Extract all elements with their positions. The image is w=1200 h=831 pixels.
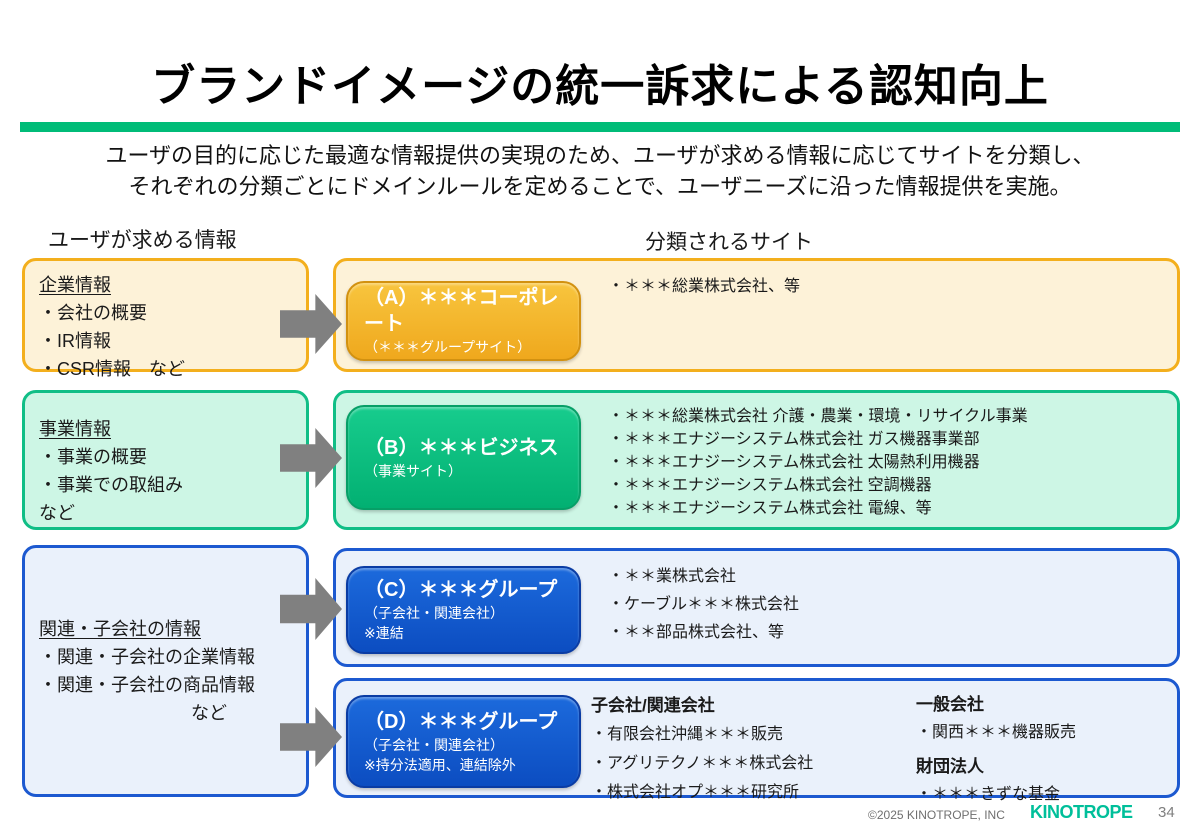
right-box-c-group: （C）＊＊＊グループ （子会社・関連会社） ※連結 ・＊＊業株式会社・ケーブル＊… bbox=[333, 548, 1180, 667]
right-box-d-group: （D）＊＊＊グループ （子会社・関連会社） ※持分法適用、連結除外 子会社/関連… bbox=[333, 678, 1180, 803]
site-list-c: ・＊＊業株式会社・ケーブル＊＊＊株式会社・＊＊部品株式会社、等 bbox=[608, 563, 799, 647]
d-col2-header-1: 一般会社 bbox=[916, 695, 984, 714]
left-box-corporate-info: 企業情報 ・会社の概要・IR情報・CSR情報 など bbox=[22, 258, 309, 379]
left-box-title: 事業情報 bbox=[39, 419, 111, 439]
subtitle-line-1: ユーザの目的に応じた最適な情報提供の実現のため、ユーザが求める情報に応じてサイト… bbox=[105, 143, 1095, 168]
list-item: ・＊＊業株式会社 bbox=[608, 568, 737, 585]
list-item: ・関西＊＊＊機器販売 bbox=[916, 724, 1077, 741]
list-item: ・ケーブル＊＊＊株式会社 bbox=[608, 596, 800, 613]
list-item: ・関連・子会社の企業情報 bbox=[39, 647, 255, 667]
site-button-label: （B）＊＊＊ビジネス bbox=[364, 436, 559, 459]
list-item: ・株式会社オプ＊＊＊研究所 bbox=[591, 784, 800, 801]
list-item: ・CSR情報 など bbox=[39, 359, 186, 379]
site-button-sublabel: （事業サイト） bbox=[364, 462, 462, 479]
left-box-items: ・関連・子会社の企業情報・関連・子会社の商品情報 bbox=[39, 643, 292, 699]
d-col1-header: 子会社/関連会社 bbox=[591, 696, 715, 715]
site-button-a: （A）＊＊＊コーポレート （＊＊＊グループサイト） bbox=[346, 281, 581, 361]
site-button-sublabel: （子会社・関連会社） bbox=[364, 605, 504, 621]
left-box-etc: など bbox=[39, 503, 75, 523]
site-button-c: （C）＊＊＊グループ （子会社・関連会社） ※連結 bbox=[346, 566, 581, 654]
left-column-header: ユーザが求める情報 bbox=[48, 229, 237, 252]
kinotrope-logo: KINOTROPE bbox=[1030, 802, 1133, 822]
site-list-b: ・＊＊＊総業株式会社 介護・農業・環境・リサイクル事業・＊＊＊エナジーシステム株… bbox=[608, 405, 1028, 520]
subtitle: ユーザの目的に応じた最適な情報提供の実現のため、ユーザが求める情報に応じてサイト… bbox=[0, 140, 1200, 202]
left-box-title: 関連・子会社の情報 bbox=[39, 619, 201, 639]
list-item: ・＊＊部品株式会社、等 bbox=[608, 624, 785, 641]
list-item: ・＊＊＊エナジーシステム株式会社 電線、等 bbox=[608, 500, 932, 517]
right-box-b-business: （B）＊＊＊ビジネス （事業サイト） ・＊＊＊総業株式会社 介護・農業・環境・リ… bbox=[333, 390, 1180, 530]
subtitle-line-2: それぞれの分類ごとにドメインルールを定めることで、ユーザニーズに沿った情報提供を… bbox=[128, 174, 1072, 199]
page-number: 34 bbox=[1158, 804, 1175, 821]
d-col1-items: ・有限会社沖縄＊＊＊販売・アグリテクノ＊＊＊株式会社・株式会社オプ＊＊＊研究所 bbox=[591, 720, 813, 807]
list-item: ・有限会社沖縄＊＊＊販売 bbox=[591, 726, 784, 743]
site-list-d-col1: 子会社/関連会社 ・有限会社沖縄＊＊＊販売・アグリテクノ＊＊＊株式会社・株式会社… bbox=[591, 691, 813, 807]
site-button-note: ※連結 bbox=[364, 625, 404, 641]
list-item: ・＊＊＊エナジーシステム株式会社 ガス機器事業部 bbox=[608, 431, 980, 448]
d-col2-header-2: 財団法人 bbox=[916, 757, 984, 776]
left-box-subsidiary-info: 関連・子会社の情報 ・関連・子会社の企業情報・関連・子会社の商品情報 など bbox=[22, 545, 309, 797]
left-box-content: 関連・子会社の情報 ・関連・子会社の企業情報・関連・子会社の商品情報 など bbox=[25, 548, 306, 794]
left-box-title: 企業情報 bbox=[39, 275, 111, 295]
list-item: ・会社の概要 bbox=[39, 303, 147, 323]
site-list-d-col2: 一般会社 ・関西＊＊＊機器販売 財団法人 ・＊＊＊きずな基金 bbox=[916, 691, 1076, 809]
list-item: ・＊＊＊総業株式会社 介護・農業・環境・リサイクル事業 bbox=[608, 408, 1028, 425]
left-box-items: ・事業の概要・事業での取組み bbox=[39, 443, 292, 499]
list-item: ・＊＊＊エナジーシステム株式会社 太陽熱利用機器 bbox=[608, 454, 980, 471]
title-divider bbox=[20, 122, 1180, 132]
page-title: ブランドイメージの統一訴求による認知向上 bbox=[151, 62, 1049, 111]
list-item: ・IR情報 bbox=[39, 331, 111, 351]
left-box-business-info: 事業情報 ・事業の概要・事業での取組み など bbox=[22, 390, 309, 530]
list-item: ・事業での取組み bbox=[39, 475, 183, 495]
site-button-label: （D）＊＊＊グループ bbox=[364, 710, 558, 733]
right-box-a-corporate: （A）＊＊＊コーポレート （＊＊＊グループサイト） ・＊＊＊総業株式会社、等 bbox=[333, 258, 1180, 372]
site-button-sublabel: （＊＊＊グループサイト） bbox=[364, 339, 532, 355]
right-column-header: 分類されるサイト bbox=[645, 231, 813, 254]
d-col2-items-2: ・＊＊＊きずな基金 bbox=[916, 781, 1076, 809]
list-item: ・＊＊＊きずな基金 bbox=[916, 786, 1061, 803]
left-box-content: 企業情報 ・会社の概要・IR情報・CSR情報 など bbox=[25, 261, 306, 393]
site-button-note: ※持分法適用、連結除外 bbox=[364, 756, 516, 773]
left-box-items: ・会社の概要・IR情報・CSR情報 など bbox=[39, 299, 292, 383]
list-item: ・事業の概要 bbox=[39, 447, 147, 467]
site-list-a: ・＊＊＊総業株式会社、等 bbox=[608, 275, 800, 299]
site-button-label: （A）＊＊＊コーポレート bbox=[364, 287, 559, 335]
site-button-label: （C）＊＊＊グループ bbox=[364, 579, 558, 601]
list-item: ・＊＊＊エナジーシステム株式会社 空調機器 bbox=[608, 477, 932, 494]
left-box-content: 事業情報 ・事業の概要・事業での取組み など bbox=[25, 393, 306, 537]
site-button-d: （D）＊＊＊グループ （子会社・関連会社） ※持分法適用、連結除外 bbox=[346, 695, 581, 788]
site-button-sublabel: （子会社・関連会社） bbox=[364, 736, 504, 753]
d-col2-items-1: ・関西＊＊＊機器販売 bbox=[916, 719, 1076, 747]
list-item: ・アグリテクノ＊＊＊株式会社 bbox=[591, 755, 814, 772]
left-box-etc: など bbox=[191, 703, 227, 723]
footer-copyright: ©2025 KINOTROPE, INC bbox=[868, 808, 1005, 822]
site-button-b: （B）＊＊＊ビジネス （事業サイト） bbox=[346, 405, 581, 510]
list-item: ・関連・子会社の商品情報 bbox=[39, 675, 255, 695]
list-item: ・＊＊＊総業株式会社、等 bbox=[608, 278, 801, 295]
